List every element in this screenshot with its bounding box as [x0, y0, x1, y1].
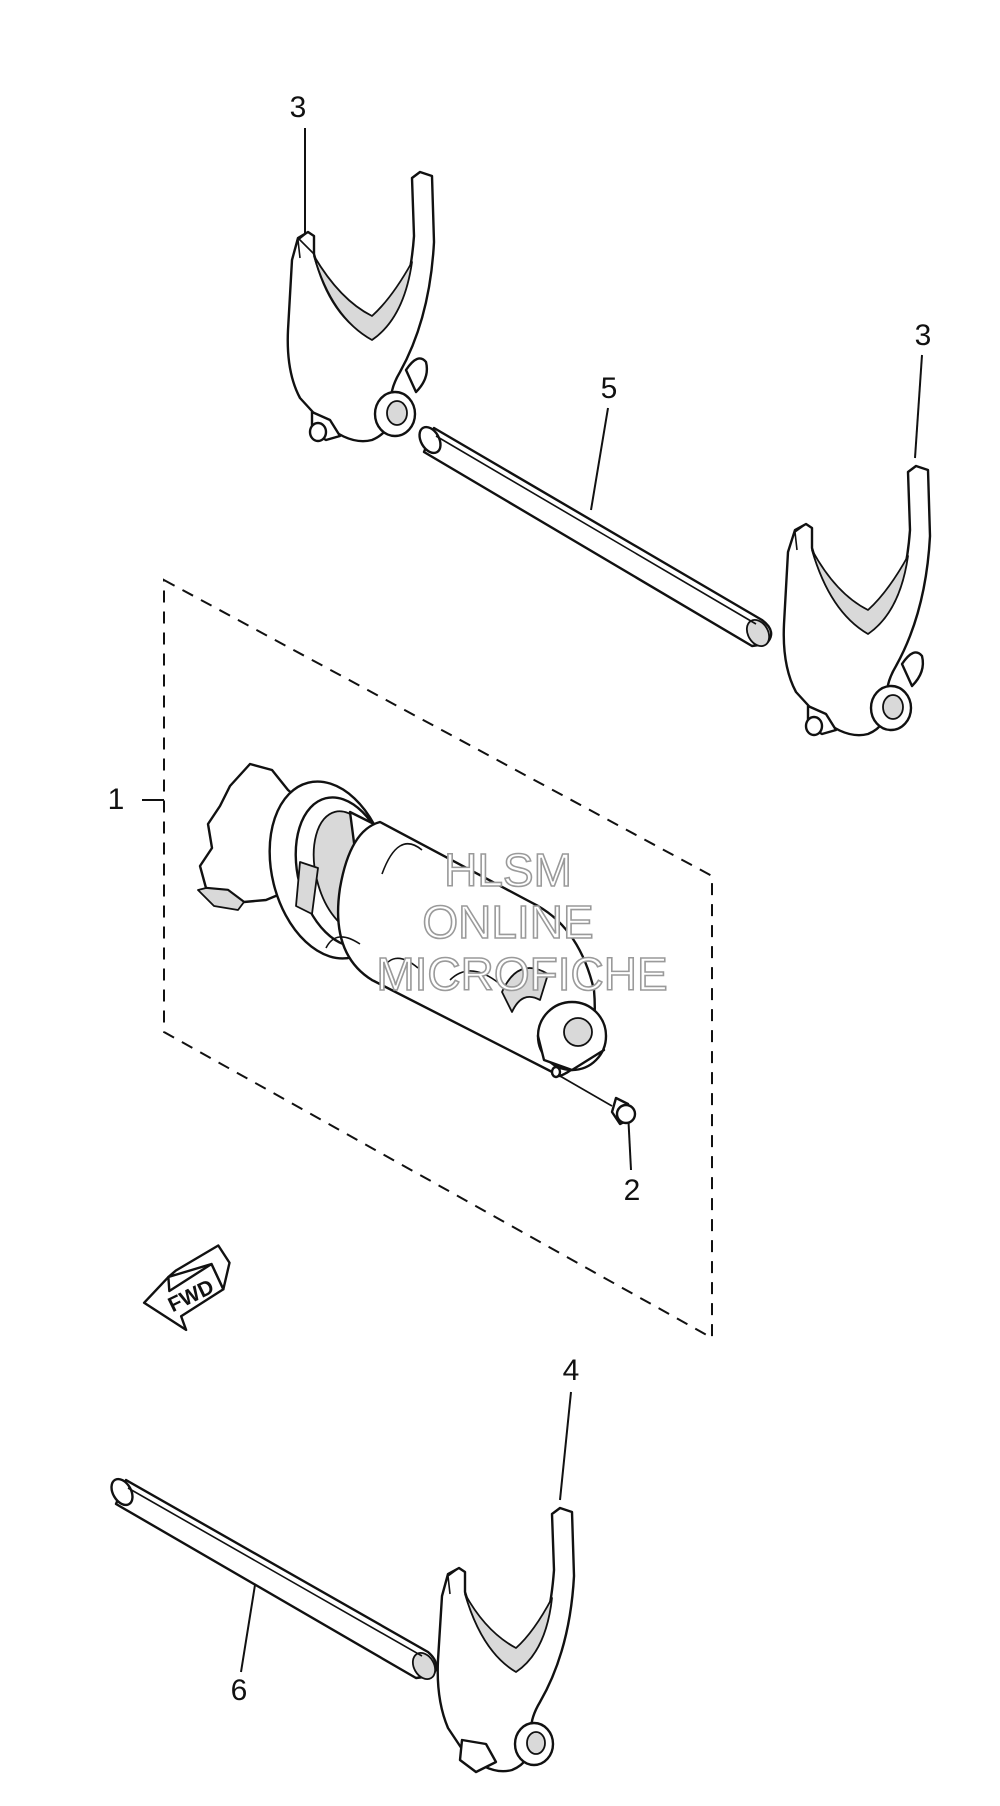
callout-label-5: 5 [601, 372, 618, 405]
leader-line-3-top-right [914, 354, 923, 459]
shift-fork-top-right [782, 464, 932, 737]
callout-label-3-top-right: 3 [915, 319, 932, 352]
pin [559, 1075, 637, 1126]
leader-line-5 [590, 407, 609, 511]
shift-fork-top-left [286, 170, 436, 443]
guide-bar-upper [418, 425, 773, 648]
callout-label-6: 6 [231, 1674, 248, 1707]
leader-line-4 [559, 1391, 572, 1501]
watermark-line-2: ONLINE [422, 896, 593, 948]
watermark: HLSM ONLINE MICROFICHE [376, 843, 669, 1001]
callout-label-3-top-left: 3 [290, 91, 307, 124]
fwd-direction-arrow: FWD [142, 1244, 231, 1332]
shift-drum-assembly [197, 762, 608, 1079]
shift-fork-bottom [436, 1506, 576, 1774]
watermark-line-3: MICROFICHE [376, 948, 667, 1000]
callout-label-1: 1 [108, 783, 125, 816]
callout-label-4: 4 [563, 1354, 580, 1387]
guide-bar-lower [110, 1477, 438, 1681]
callout-label-2: 2 [624, 1174, 641, 1207]
watermark-line-1: HLSM [444, 844, 572, 896]
